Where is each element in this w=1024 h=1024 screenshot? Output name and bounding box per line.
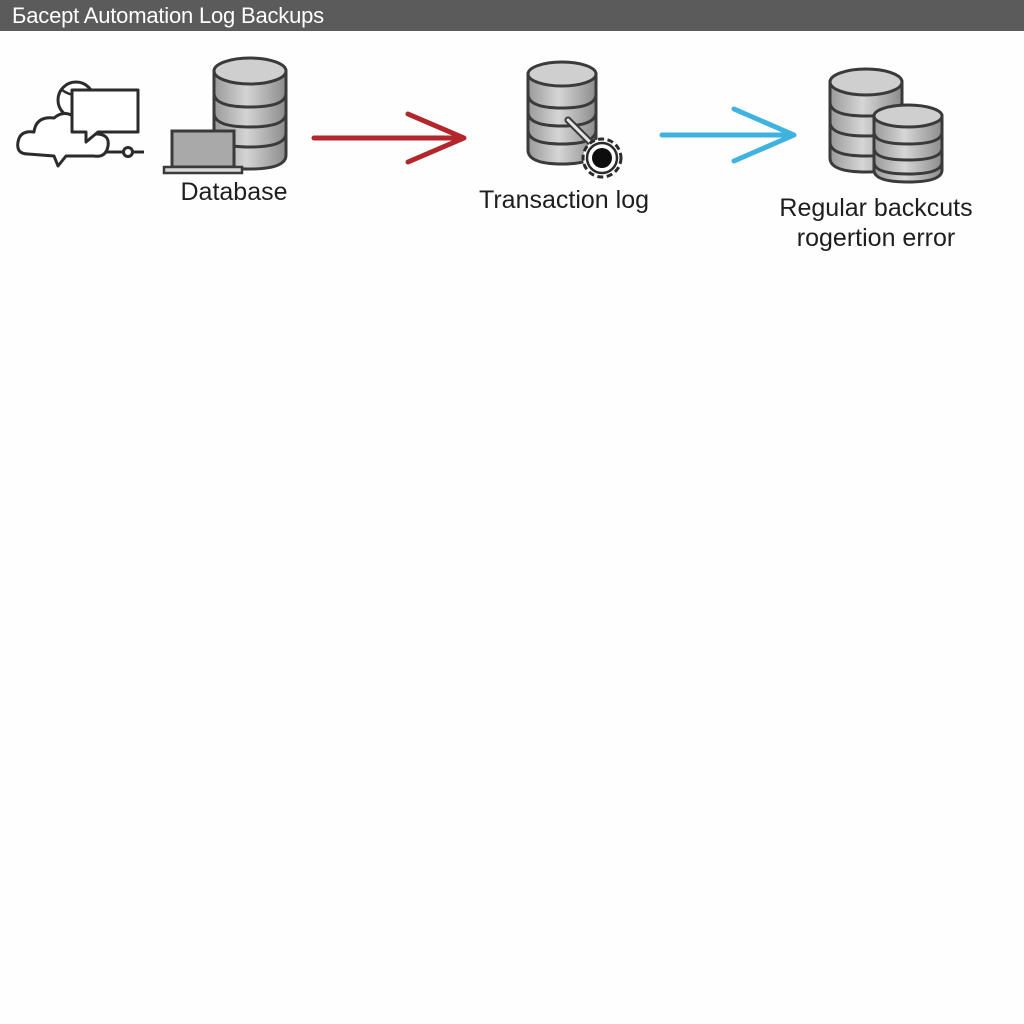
stacked-databases-icon <box>828 67 944 184</box>
backups-label-line1: Regular backcuts <box>779 194 973 222</box>
log-to-backups-arrow <box>659 106 797 164</box>
database-label: Database <box>180 178 288 206</box>
cloud-chat-network-icon <box>16 80 144 168</box>
window-title-bar: Бacept Automation Log Backups <box>0 0 1024 31</box>
transaction-log-label: Transaction log <box>479 186 649 214</box>
database-to-log-arrow <box>311 111 467 165</box>
database-icon <box>162 56 288 175</box>
transaction-log-icon <box>526 60 623 179</box>
backups-label-line2: rogertion error <box>796 224 956 252</box>
window-title: Бacept Automation Log Backups <box>12 2 324 28</box>
diagram-canvas <box>0 31 1024 1024</box>
